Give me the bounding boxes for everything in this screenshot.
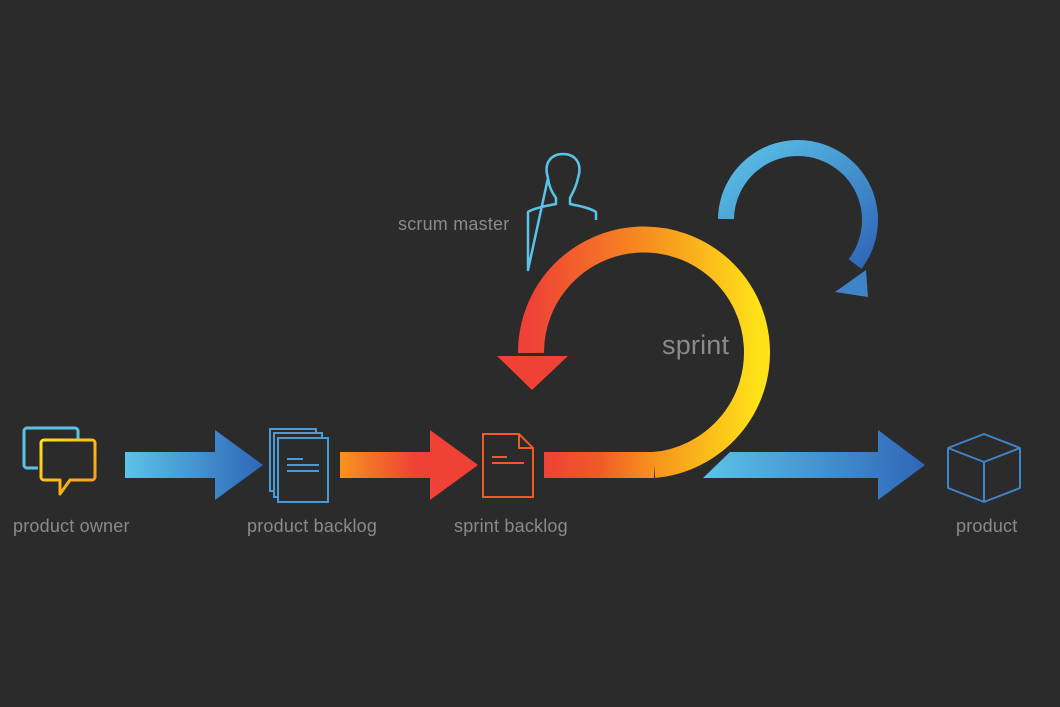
sprint-loop-tail — [544, 452, 654, 478]
product-label: product — [956, 516, 1018, 536]
person-icon — [526, 152, 598, 272]
document-icon — [482, 433, 534, 498]
scrum-master-label: scrum master — [398, 214, 510, 234]
daily-scrum-arrowhead — [835, 270, 868, 297]
sprint-label: sprint — [662, 330, 730, 360]
sprint-loop-arrowhead — [497, 356, 568, 390]
daily-scrum-arc — [718, 140, 878, 269]
product-owner-label: product owner — [13, 516, 130, 536]
sprint-loop-ring — [517, 226, 770, 478]
chat-bubbles-icon — [22, 426, 97, 496]
sprint-backlog-label: sprint backlog — [454, 516, 568, 536]
documents-stack-icon — [269, 428, 329, 503]
arrow-backlog-to-sprint-backlog — [340, 430, 478, 500]
arrow-owner-to-backlog — [125, 430, 263, 500]
arrow-to-product — [703, 430, 925, 500]
product-backlog-label: product backlog — [247, 516, 378, 536]
cube-icon — [947, 433, 1021, 503]
